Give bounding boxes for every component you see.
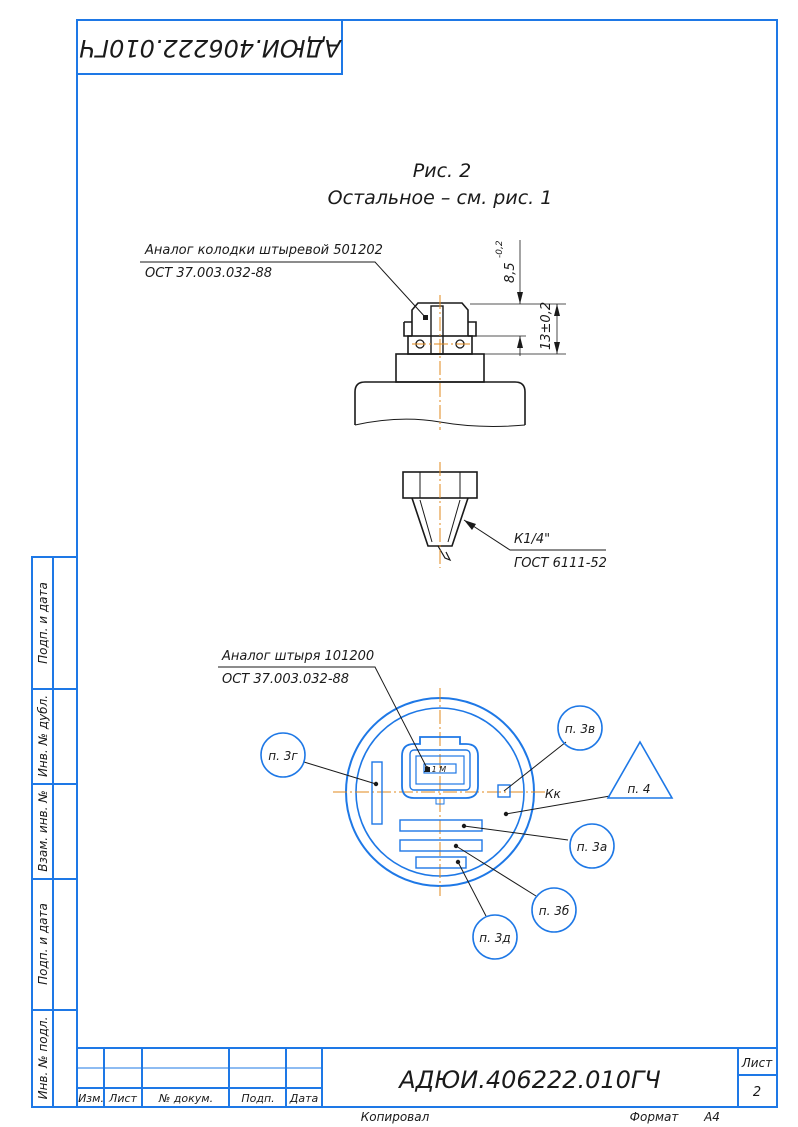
title-data: Дата — [289, 1092, 319, 1105]
connector-callout-line1: Аналог колодки штыревой 501202 — [144, 243, 383, 258]
sheet-label: Лист — [741, 1056, 773, 1070]
marker-p3v: п. 3в — [565, 722, 595, 736]
marker-bubbles — [260, 705, 674, 960]
marker-p3d: п. 3д — [479, 931, 510, 945]
drawing-code: АДЮИ.406222.010ГЧ — [397, 1066, 661, 1094]
stamp-inv-podl: Инв. № подл. — [36, 1017, 50, 1100]
title-izm: Изм. — [78, 1092, 104, 1105]
dimension-lines — [466, 240, 566, 356]
dimension-height-tolerance: -0,2 — [495, 240, 505, 258]
format-value: А4 — [703, 1110, 720, 1124]
figure-caption: Рис. 2 — [413, 160, 471, 182]
stamp-vzam-inv: Взам. инв. № — [36, 790, 50, 871]
title-block — [77, 1047, 777, 1107]
title-list: Лист — [108, 1092, 137, 1105]
pin-labels: 2 1 М — [424, 765, 446, 774]
sheet-number: 2 — [753, 1085, 761, 1100]
marker-p4: п. 4 — [627, 782, 650, 796]
drawing-frame — [76, 19, 778, 1108]
dimension-height: 8,5 — [503, 262, 518, 283]
marker-kk: Кк — [545, 787, 562, 801]
figure-subcaption: Остальное – см. рис. 1 — [328, 187, 553, 209]
stamp-inv-dubl: Инв. № дубл. — [36, 695, 50, 777]
connector-side-view — [140, 261, 526, 430]
title-podp: Подп. — [241, 1092, 274, 1105]
connector-top-view — [218, 666, 548, 896]
format-label: Формат — [630, 1110, 680, 1124]
pin-callout-line2: ОСТ 37.003.032-88 — [222, 672, 349, 687]
marker-p3a: п. 3а — [577, 840, 607, 854]
mirrored-code-text: АДЮИ.406222.010ГЧ — [79, 34, 343, 62]
thread-callout-line1: К1/4" — [514, 532, 550, 547]
thread-callout-line2: ГОСТ 6111-52 — [514, 556, 607, 571]
title-n-dokum: № докум. — [158, 1092, 213, 1105]
copied-label: Копировал — [361, 1110, 430, 1124]
pin-callout-line1: Аналог штыря 101200 — [221, 649, 374, 664]
stamp-podp-data-1: Подп. и дата — [36, 582, 50, 664]
dimension-pitch: 13±0,2 — [539, 302, 554, 350]
side-stamp — [31, 556, 78, 1108]
connector-callout-line2: ОСТ 37.003.032-88 — [145, 266, 272, 281]
marker-p3b: п. 3б — [539, 904, 570, 918]
stamp-podp-data-2: Подп. и дата — [36, 903, 50, 985]
threaded-fitting — [402, 462, 606, 568]
marker-p3g: п. 3г — [268, 749, 298, 763]
mirrored-code-box: АДЮИ.406222.010ГЧ — [76, 19, 343, 75]
